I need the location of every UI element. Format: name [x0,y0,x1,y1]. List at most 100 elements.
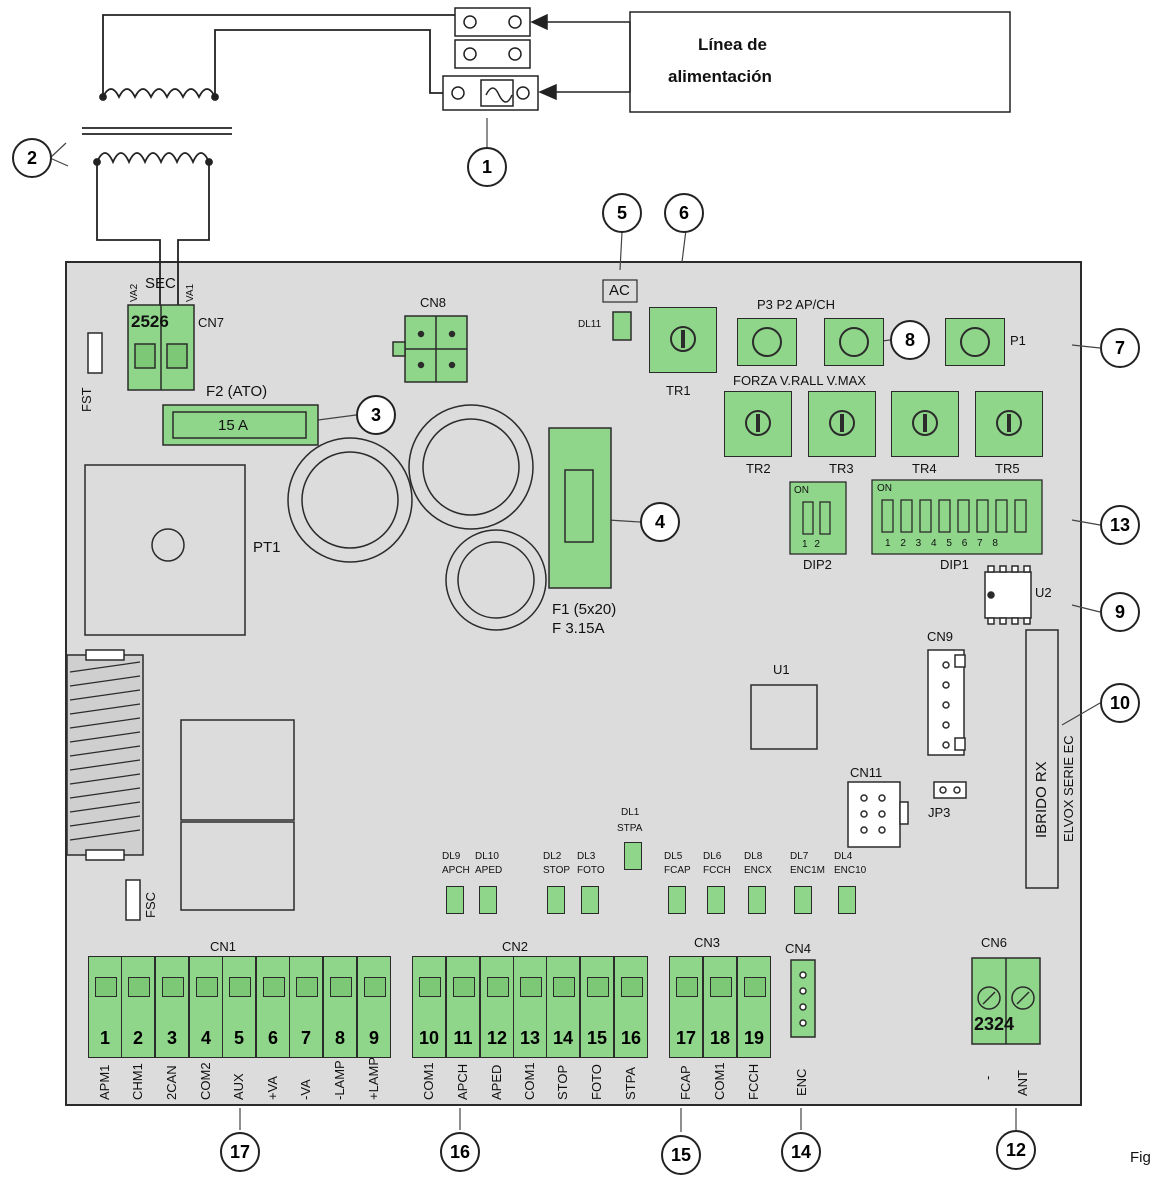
cn8-connector [392,315,468,383]
led-code-label: DL6 [703,851,722,862]
terminal-block: 15 [580,956,614,1058]
power-arrows [530,13,631,101]
cn9-label: CN9 [927,629,954,644]
terminal-slot [263,977,285,997]
terminal-slot [676,977,698,997]
dip1-label: DIP1 [940,557,969,572]
terminal-name-label: CHM1 [130,1063,145,1100]
terminal-name-label: FCCH [746,1063,761,1100]
va2-label: VA2 [129,283,140,302]
callout-number: 2 [12,138,52,178]
ant-label: ANT [1015,1070,1030,1096]
callout-number: 4 [640,502,680,542]
status-led [547,886,565,914]
terminal-number: 15 [586,1028,608,1048]
terminal-number: 13 [519,1028,541,1048]
terminal-name-label: APM1 [97,1064,112,1100]
coil-windings [69,661,141,841]
cn6-block [971,957,1041,1045]
fsc-component [125,879,141,921]
terminal-block: 7 [289,956,323,1058]
terminal-slot [229,977,251,997]
terminal-number: 7 [300,1028,311,1048]
callout-number: 15 [661,1135,701,1175]
cn6-terminal-numbers: 2324 [974,1014,1015,1034]
status-led [446,886,464,914]
relays [180,719,295,911]
status-led [748,886,766,914]
status-led [479,886,497,914]
callout-number: 16 [440,1132,480,1172]
f1-label-1: F1 (5x20) [552,601,617,618]
terminal-slot [364,977,386,997]
tr2-potentiometer [724,391,792,457]
terminal-slot [128,977,150,997]
led-name-label: APCH [442,865,470,876]
led-name-label: ENC10 [834,865,867,876]
mains-terminals [442,7,539,111]
terminal-name-label: -VA [298,1079,313,1100]
status-led [707,886,725,914]
led-name-label: FCAP [664,865,691,876]
fst-component [87,332,103,374]
callout-leaders [49,118,1101,1132]
terminal-name-label: COM2 [198,1062,213,1100]
terminal-block: 17 [669,956,703,1058]
callout-number: 5 [602,193,642,233]
cn8-label: CN8 [420,295,447,310]
terminal-number: 3 [166,1028,177,1048]
terminal-block: 2 [121,956,155,1058]
terminal-name-label: APCH [455,1063,470,1100]
fig-label: Fig [1130,1149,1151,1166]
p1-button [945,318,1005,366]
dip-switches [789,479,1043,555]
cn6-minus-label: - [980,1075,995,1080]
status-led [838,886,856,914]
led-name-label: STOP [543,865,571,876]
terminal-slot [162,977,184,997]
terminal-number: 1 [99,1028,110,1048]
cn7-terminal-numbers: 2526 [131,312,169,331]
terminal-block: 16 [614,956,648,1058]
terminal-number: 19 [743,1028,765,1048]
terminal-slot [487,977,509,997]
tr1-potentiometer [649,307,717,373]
transformer [82,14,455,305]
tr5-label: TR5 [995,461,1020,476]
elvox-label: ELVOX SERIE EC [1061,735,1076,842]
cn4-label: CN4 [785,941,812,956]
led-name-label: FOTO [577,865,605,876]
terminal-block: 11 [446,956,480,1058]
va1-label: VA1 [185,283,196,302]
terminal-slot [453,977,475,997]
terminal-block: 6 [256,956,290,1058]
power-line-title-2: alimentación [668,67,772,86]
cn7-block [127,304,195,391]
dl1-code: DL1 [621,807,640,818]
terminal-name-label: COM1 [421,1062,436,1100]
terminal-block: 14 [546,956,580,1058]
terminal-slot [587,977,609,997]
terminal-block: 19 [737,956,771,1058]
u1-chip [750,684,818,750]
callout-number: 14 [781,1132,821,1172]
tr3-label: TR3 [829,461,854,476]
terminal-number: 6 [267,1028,278,1048]
toroids [287,404,547,631]
led-code-label: DL7 [790,851,809,862]
callout-number: 7 [1100,328,1140,368]
terminal-slot [419,977,441,997]
ibrido-module [1025,629,1059,889]
tr4-potentiometer [891,391,959,457]
terminal-block: 18 [703,956,737,1058]
terminal-name-label: +VA [265,1076,280,1100]
terminal-number: 16 [620,1028,642,1048]
terminal-block: 4 [189,956,223,1058]
dl11-led [612,311,632,341]
callout-number: 3 [356,395,396,435]
tr1-label: TR1 [666,383,691,398]
u2-chip [984,565,1032,625]
cn4-connector [790,959,816,1038]
f1-fuse [548,427,612,589]
tr3-potentiometer [808,391,876,457]
